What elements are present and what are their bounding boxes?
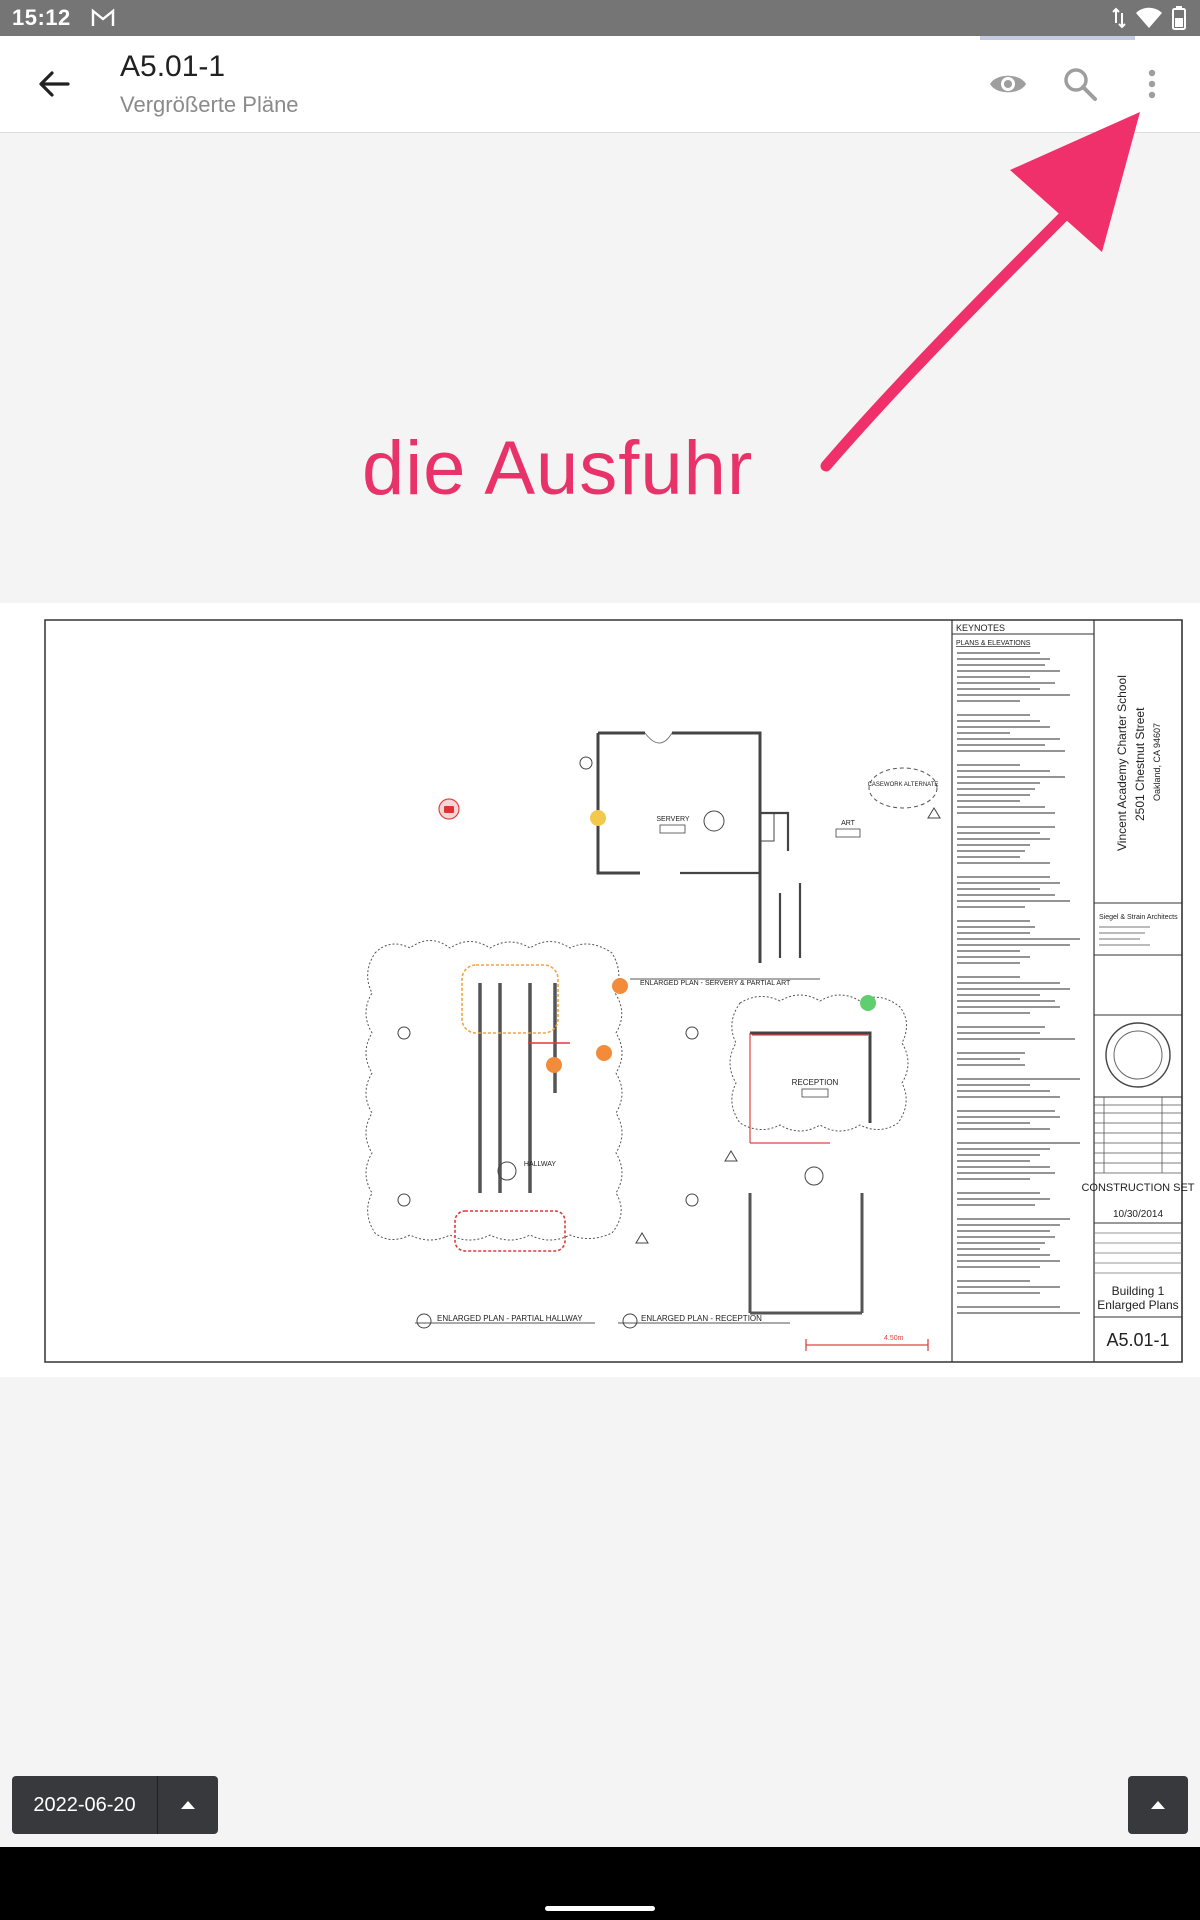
plan-2-label: ENLARGED PLAN - RECEPTION [641, 1314, 762, 1323]
set-date: 10/30/2014 [1113, 1209, 1163, 1220]
date-expand-button[interactable] [158, 1776, 218, 1834]
home-gesture-pill[interactable] [545, 1906, 655, 1911]
plan-3-label: ENLARGED PLAN - SERVERY & PARTIAL ART [640, 980, 791, 987]
room-hallway: HALLWAY [524, 1161, 556, 1168]
project-name: Vincent Academy Charter School [1115, 675, 1129, 851]
floor-plan-drawing: KEYNOTES PLANS & ELEVATIONS [44, 619, 1195, 1363]
app-bar: A5.01-1 Vergrößerte Pläne [0, 36, 1200, 133]
visibility-eye-icon[interactable] [988, 66, 1028, 102]
battery-icon [1172, 6, 1186, 30]
sheet-title-1: Building 1 [1112, 1284, 1165, 1298]
data-arrows-icon [1112, 7, 1126, 29]
expand-panel-button[interactable] [1128, 1776, 1188, 1834]
system-navigation-bar [0, 1847, 1200, 1920]
plans-elevations-label: PLANS & ELEVATIONS [956, 640, 1031, 647]
set-label: CONSTRUCTION SET [1081, 1182, 1194, 1194]
callout-casework: CASEWORK ALTERNATE [868, 782, 939, 788]
caret-up-icon [1151, 1801, 1165, 1809]
room-reception: RECEPTION [792, 1078, 839, 1087]
dimension-label: 4.50m [884, 1335, 904, 1342]
status-icons [1112, 6, 1186, 30]
page-title: A5.01-1 [120, 50, 226, 83]
loading-indicator [980, 36, 1135, 40]
room-servery: SERVERY [656, 816, 690, 823]
date-selector-button[interactable]: 2022-06-20 [12, 1776, 158, 1834]
plan-1-label: ENLARGED PLAN - PARTIAL HALLWAY [437, 1314, 583, 1323]
room-art: ART [841, 820, 856, 827]
overflow-menu-icon[interactable] [1136, 64, 1168, 104]
drawing-sheet[interactable]: KEYNOTES PLANS & ELEVATIONS [0, 603, 1200, 1377]
status-bar: 15:12 [0, 0, 1200, 36]
status-time: 15:12 [12, 5, 71, 30]
architect-name: Siegel & Strain Architects [1099, 914, 1178, 921]
project-city: Oakland, CA 94607 [1152, 723, 1162, 801]
project-street: 2501 Chestnut Street [1133, 707, 1147, 821]
wifi-icon [1136, 7, 1162, 28]
gmail-icon [91, 8, 114, 26]
sheet-title-2: Enlarged Plans [1097, 1298, 1178, 1312]
caret-up-icon [181, 1801, 195, 1809]
annotation-text: die Ausfuhr [362, 426, 754, 511]
keynotes-title: KEYNOTES [956, 623, 1005, 633]
search-icon[interactable] [1060, 64, 1100, 104]
page-subtitle: Vergrößerte Pläne [120, 92, 299, 117]
back-arrow-icon[interactable] [34, 64, 74, 104]
sheet-number: A5.01-1 [1106, 1330, 1169, 1350]
